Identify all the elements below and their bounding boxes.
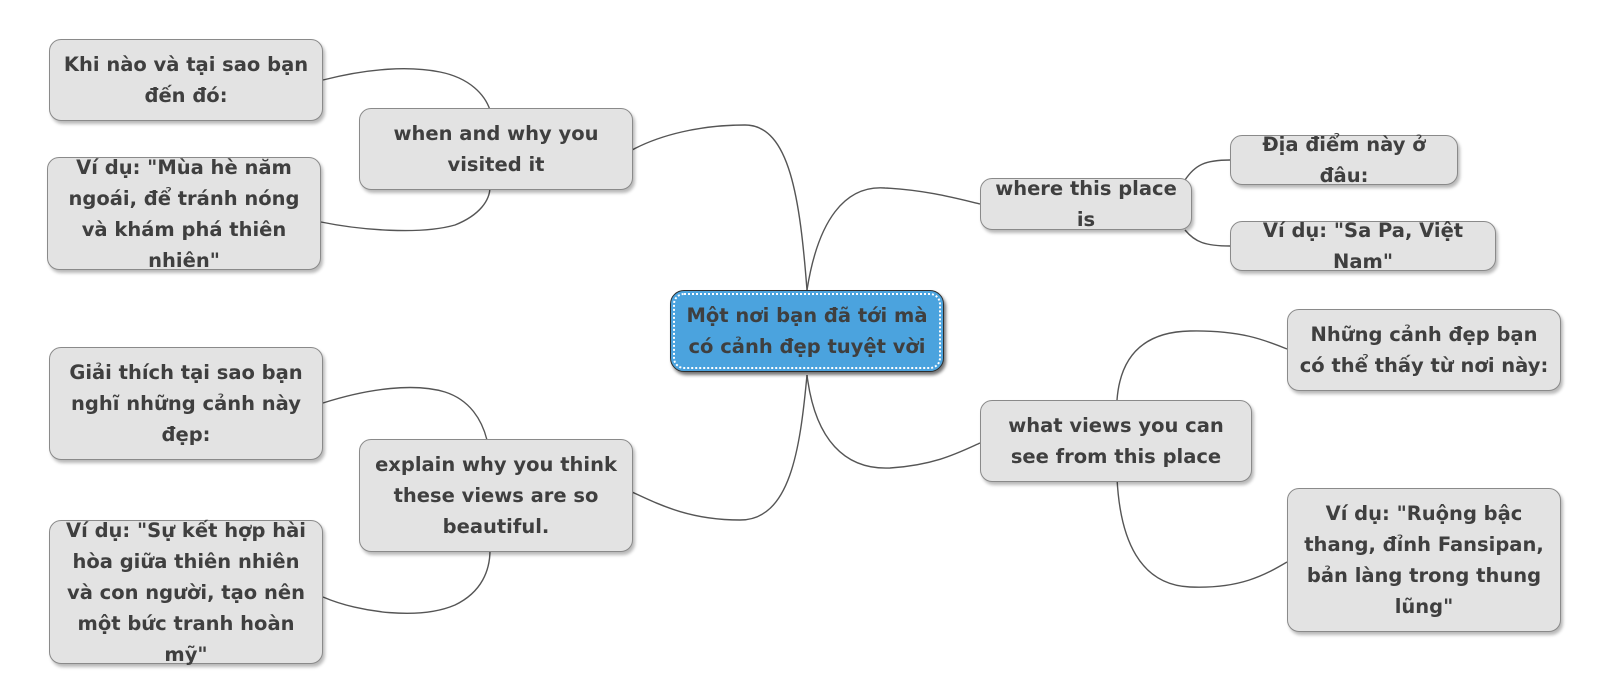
- branch-explain-why[interactable]: explain why you think these views are so…: [359, 439, 633, 552]
- branch-when-and-why[interactable]: when and why you visited it: [359, 108, 633, 190]
- connector-explain-child1: [322, 386, 488, 441]
- branch-what-views[interactable]: what views you can see from this place: [980, 400, 1252, 482]
- branch-when-and-why-label: when and why you visited it: [393, 122, 599, 176]
- when-child-example[interactable]: Ví dụ: "Mùa hè năm ngoái, để tránh nóng …: [47, 156, 321, 272]
- when-child-example-label: Ví dụ: "Mùa hè năm ngoái, để tránh nóng …: [68, 155, 300, 272]
- connector-central-explain: [631, 374, 808, 521]
- branch-where-this-place-is-label: where this place is: [995, 177, 1177, 231]
- central-topic-label: Một nơi bạn đã tới mà có cảnh đẹp tuyệt …: [686, 304, 928, 358]
- views-child-question[interactable]: Những cảnh đẹp bạn có thể thấy từ nơi nà…: [1287, 309, 1561, 391]
- explain-child-example-label: Ví dụ: "Sự kết hợp hài hòa giữa thiên nh…: [66, 518, 306, 666]
- branch-what-views-label: what views you can see from this place: [1008, 414, 1224, 468]
- where-child-example-label: Ví dụ: "Sa Pa, Việt Nam": [1262, 219, 1464, 273]
- where-child-example[interactable]: Ví dụ: "Sa Pa, Việt Nam": [1230, 219, 1496, 273]
- views-child-example-label: Ví dụ: "Ruộng bậc thang, đỉnh Fansipan, …: [1304, 502, 1544, 618]
- connector-central-views: [806, 374, 981, 469]
- where-child-question-label: Địa điểm này ở đâu:: [1262, 133, 1426, 187]
- when-child-question[interactable]: Khi nào và tại sao bạn đến đó:: [49, 39, 323, 121]
- connector-when-child1: [322, 68, 491, 111]
- connector-where-child2: [1184, 229, 1231, 247]
- branch-where-this-place-is[interactable]: where this place is: [980, 177, 1192, 231]
- explain-child-question[interactable]: Giải thích tại sao bạn nghĩ những cảnh n…: [49, 347, 323, 460]
- connector-central-when: [631, 124, 808, 291]
- connector-views-child1: [1116, 330, 1288, 401]
- views-child-question-label: Những cảnh đẹp bạn có thể thấy từ nơi nà…: [1299, 323, 1549, 377]
- when-child-question-label: Khi nào và tại sao bạn đến đó:: [63, 53, 309, 107]
- where-child-question[interactable]: Địa điểm này ở đâu:: [1230, 133, 1458, 187]
- connector-explain-child2: [322, 549, 491, 614]
- explain-child-question-label: Giải thích tại sao bạn nghĩ những cảnh n…: [69, 361, 303, 446]
- branch-explain-why-label: explain why you think these views are so…: [375, 453, 617, 538]
- central-topic[interactable]: Một nơi bạn đã tới mà có cảnh đẹp tuyệt …: [670, 290, 944, 372]
- connector-central-where: [806, 187, 981, 291]
- connector-when-child2: [320, 186, 491, 232]
- explain-child-example[interactable]: Ví dụ: "Sự kết hợp hài hòa giữa thiên nh…: [49, 519, 323, 666]
- views-child-example[interactable]: Ví dụ: "Ruộng bậc thang, đỉnh Fansipan, …: [1287, 488, 1561, 632]
- connector-where-child1: [1184, 159, 1231, 181]
- connector-views-child2: [1116, 477, 1288, 588]
